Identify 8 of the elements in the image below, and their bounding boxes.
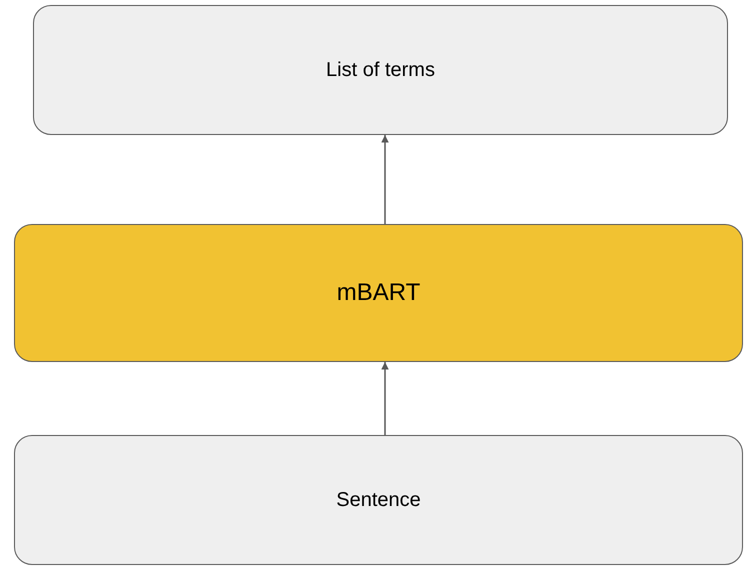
process-box [33,5,728,135]
node-label: mBART [336,279,420,307]
model-box [14,224,743,362]
arrow [381,135,389,224]
arrow [381,362,389,435]
process-box [14,435,743,565]
node-label: Sentence [336,488,421,512]
node-label: List of terms [326,58,435,82]
